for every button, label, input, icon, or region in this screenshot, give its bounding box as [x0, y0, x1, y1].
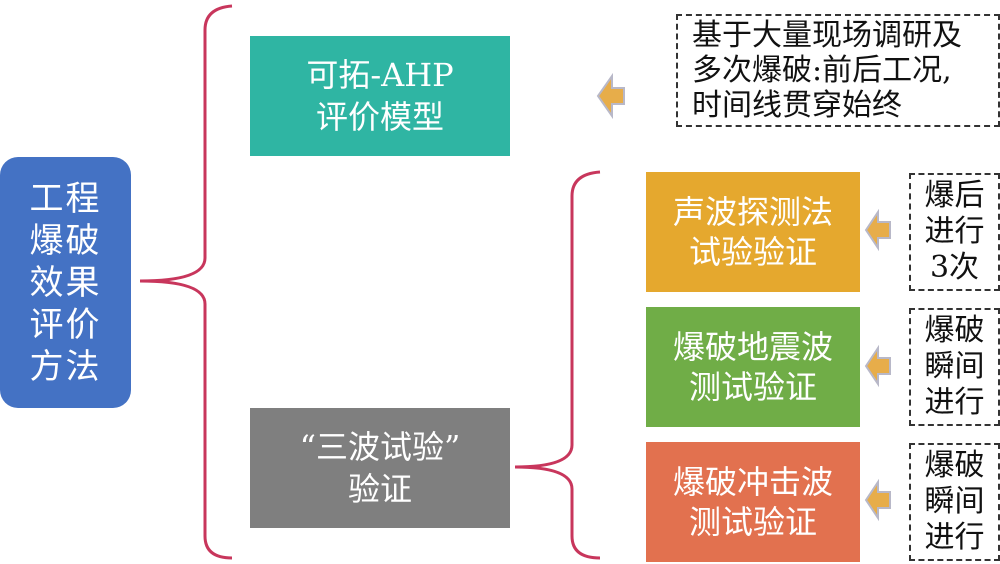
method-note-text: 爆破 瞬间 进行 — [924, 313, 985, 420]
method-node-shockwave: 爆破冲击波 测试验证 — [646, 442, 860, 562]
root-node: 工程 爆破 效果 评价 方法 — [0, 157, 131, 408]
ahp-label: 可拓-AHP 评价模型 — [306, 56, 454, 136]
arrow-left-icon — [864, 208, 891, 252]
method-label: 爆破冲击波 测试验证 — [672, 463, 833, 541]
three-wave-node: “三波试验” 验证 — [250, 408, 510, 528]
arrow-left-icon — [596, 72, 625, 120]
main-note-text: 基于大量现场调研及 多次爆破:前后工况, 时间线贯穿始终 — [692, 18, 962, 123]
method-note-shockwave: 爆破 瞬间 进行 — [909, 443, 1000, 561]
method-node-seismic: 爆破地震波 测试验证 — [646, 307, 860, 427]
main-bracket — [139, 4, 233, 560]
root-label: 工程 爆破 效果 评价 方法 — [29, 178, 102, 387]
method-note-seismic: 爆破 瞬间 进行 — [909, 308, 1000, 426]
method-note-acoustic: 爆后 进行 3次 — [909, 173, 1000, 291]
ahp-model-node: 可拓-AHP 评价模型 — [250, 36, 510, 156]
method-note-text: 爆破 瞬间 进行 — [924, 448, 985, 555]
method-label: 爆破地震波 测试验证 — [672, 328, 833, 406]
method-note-text: 爆后 进行 3次 — [924, 178, 985, 285]
arrow-left-icon — [864, 344, 891, 388]
main-note: 基于大量现场调研及 多次爆破:前后工况, 时间线贯穿始终 — [676, 14, 1000, 127]
arrow-left-icon — [864, 478, 891, 522]
sub-bracket — [514, 170, 601, 560]
method-label: 声波探测法 试验验证 — [672, 193, 833, 271]
three-wave-label: “三波试验” 验证 — [299, 428, 461, 508]
method-node-acoustic: 声波探测法 试验验证 — [646, 172, 860, 292]
